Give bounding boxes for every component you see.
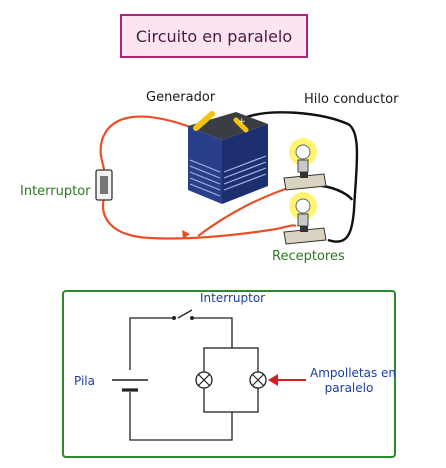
bulb-icon-1 (283, 138, 327, 191)
wire-label: Hilo conductor (304, 92, 399, 107)
schem-wire-bottom (129, 392, 233, 441)
svg-text:+: + (238, 117, 246, 127)
schem-battery-label: Pila (74, 374, 95, 388)
schem-wire-left-top (129, 317, 172, 370)
black-wire-branch (321, 184, 354, 201)
schem-bulbs-label-line2: paralelo (324, 381, 374, 395)
lamp-symbol-1 (195, 371, 213, 389)
switch-blade (177, 309, 193, 319)
red-wire-top (99, 115, 194, 171)
switch-contact-right (190, 316, 194, 320)
switch-label: Interruptor (20, 184, 91, 199)
diagram-title: Circuito en paralelo (120, 14, 308, 58)
black-wire-main (243, 111, 359, 243)
schem-switch-label: Interruptor (200, 291, 266, 305)
battery-icon: + (188, 111, 268, 204)
lamp-symbol-2 (249, 371, 267, 389)
title-text: Circuito en paralelo (135, 26, 293, 46)
red-wire-bottom (102, 197, 297, 240)
receivers-label: Receptores (272, 249, 345, 264)
switch-icon (95, 169, 113, 201)
generator-label: Generador (146, 90, 216, 105)
current-arrow (182, 230, 190, 239)
battery-symbol (112, 379, 148, 392)
switch-contact-left (172, 316, 176, 320)
pointer-arrow (268, 374, 306, 386)
bulb-icon-2 (283, 192, 327, 245)
schem-bulbs-label-line1: Ampolletas en (310, 366, 397, 380)
schem-wire-right-top (192, 317, 233, 348)
schematic-frame (62, 290, 396, 458)
